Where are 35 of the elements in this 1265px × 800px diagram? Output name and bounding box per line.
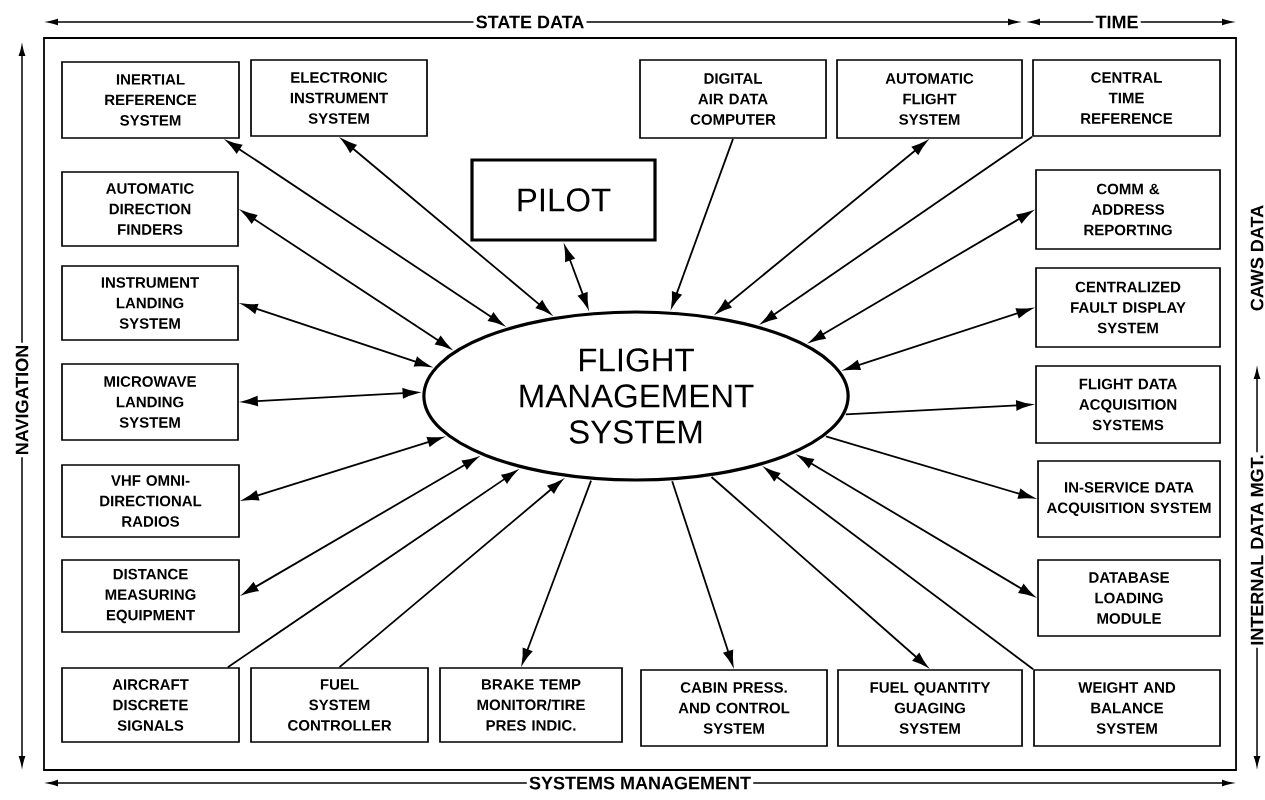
arrow [671,137,734,308]
system-box: IN-SERVICE DATA ACQUISITION SYSTEM [1037,460,1221,538]
system-box: CABIN PRESS. AND CONTROL SYSTEM [640,669,828,747]
pilot-box: PILOT [470,158,657,242]
system-box: INSTRUMENT LANDING SYSTEM [61,265,239,341]
system-box: ELECTRONIC INSTRUMENT SYSTEM [250,59,428,137]
arrow [671,480,734,666]
system-box: DIGITAL AIR DATA COMPUTER [639,59,827,139]
system-box: FUEL QUANTITY GUAGING SYSTEM [837,669,1023,747]
side-label: NAVIGATION [15,346,29,454]
system-box: AUTOMATIC FLIGHT SYSTEM [836,59,1023,139]
side-label: TIME [1095,15,1138,29]
system-box: FLIGHT DATA ACQUISITION SYSTEMS [1035,365,1221,444]
side-label: CAWS DATA [1250,205,1264,311]
system-box: VHF OMNI-DIRECTIONAL RADIOS [61,464,240,538]
arrow [521,479,592,664]
system-box: AUTOMATIC DIRECTION FINDERS [61,171,239,247]
system-box: INERTIAL REFERENCE SYSTEM [61,61,240,139]
system-box: WEIGHT AND BALANCE SYSTEM [1033,669,1221,747]
system-box: BRAKE TEMP MONITOR/TIRE PRES INDIC. [439,667,623,743]
system-box: AIRCRAFT DISCRETE SIGNALS [61,667,240,743]
system-box: DATABASE LOADING MODULE [1037,559,1221,637]
arrow [241,210,451,349]
system-box: CENTRALIZED FAULT DISPLAY SYSTEM [1035,267,1221,348]
system-box: DISTANCE MEASURING EQUIPMENT [61,559,240,633]
arrow [341,139,551,315]
side-label: SYSTEMS MANAGEMENT [529,776,751,790]
side-label: STATE DATA [476,15,584,29]
system-box: FUEL SYSTEM CONTROLLER [250,667,429,743]
system-box: CENTRAL TIME REFERENCE [1032,59,1221,137]
arrow [242,303,430,367]
arrow [226,140,504,326]
system-box: MICROWAVE LANDING SYSTEM [61,363,239,441]
system-box: COMM & ADDRESS REPORTING [1035,169,1221,250]
side-label: INTERNAL DATA MGT. [1250,455,1264,645]
